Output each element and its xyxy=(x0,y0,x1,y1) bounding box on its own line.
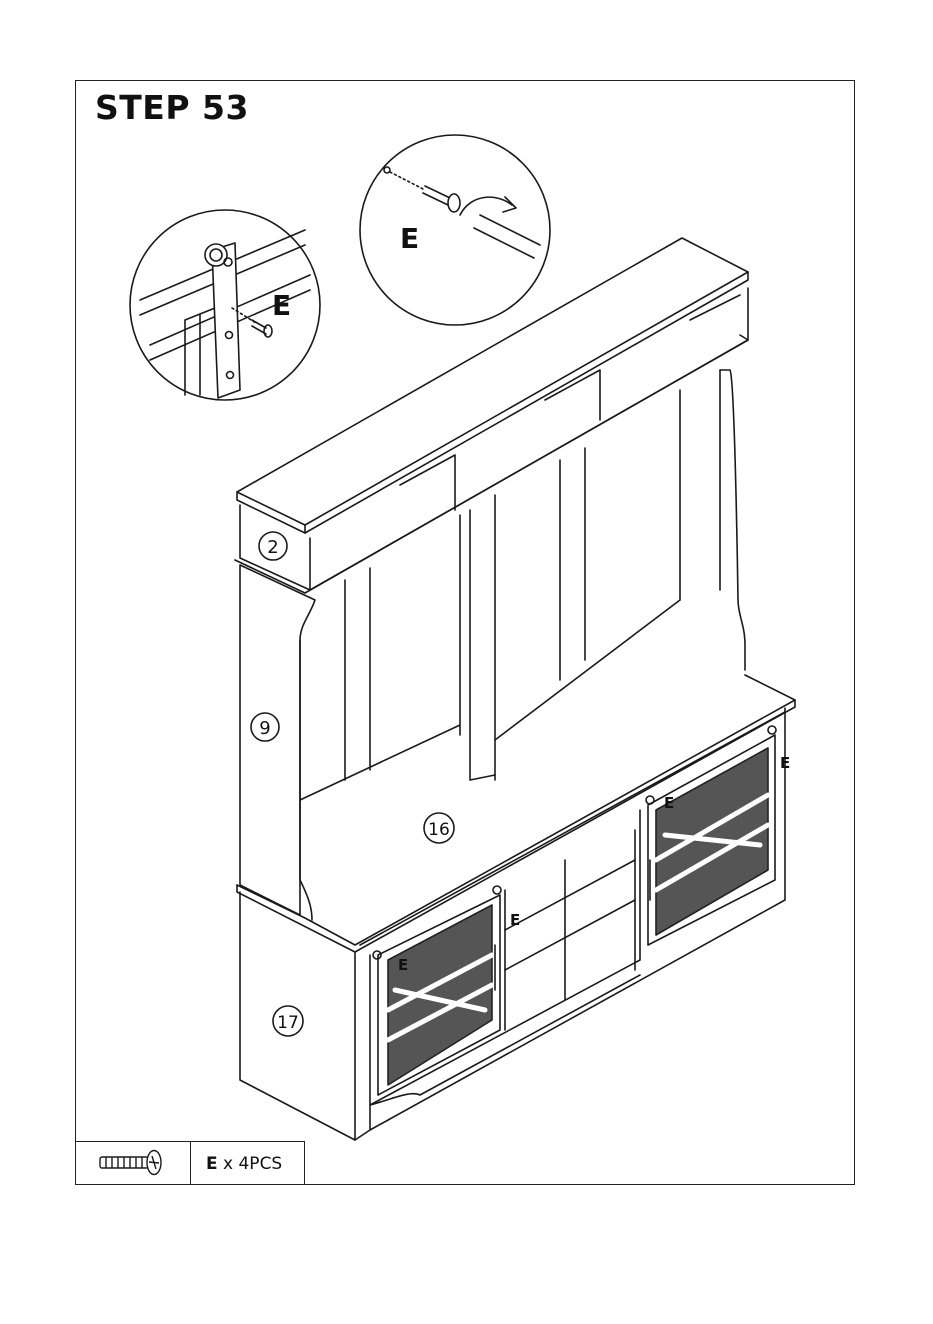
part-label-9: 9 xyxy=(259,718,270,739)
detail-bracket-e-label: E xyxy=(272,289,291,322)
part-label-2: 2 xyxy=(267,537,278,558)
side-panel-part-9 xyxy=(240,565,315,915)
e-label-rear-right: E xyxy=(780,754,790,772)
part-label-16: 16 xyxy=(428,820,450,840)
parts-qty: x 4PCS xyxy=(223,1154,282,1174)
part-label-17: 17 xyxy=(277,1013,299,1033)
detail-bracket-circle xyxy=(130,210,320,400)
parts-code: E xyxy=(206,1154,218,1174)
e-label-right-door: E xyxy=(664,794,674,812)
screw-icon xyxy=(76,1142,189,1183)
e-label-left-door: E xyxy=(398,956,408,974)
parts-list-text: E x 4PCS xyxy=(206,1154,282,1174)
e-label-center: E xyxy=(510,911,520,929)
parts-list-icon-cell xyxy=(76,1142,191,1184)
detail-screwdriver-circle xyxy=(360,135,550,325)
parts-list: E x 4PCS xyxy=(75,1141,305,1185)
detail-screwdriver-e-label: E xyxy=(400,222,419,255)
